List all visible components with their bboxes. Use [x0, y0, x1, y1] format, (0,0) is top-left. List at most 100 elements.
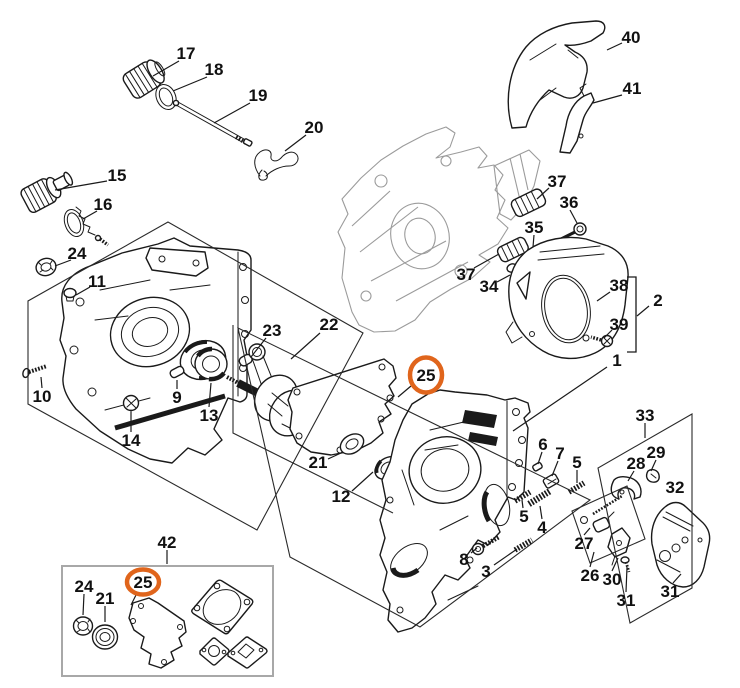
- cover-group-box: [597, 413, 693, 624]
- part-label-8[interactable]: 8: [459, 550, 468, 569]
- part-40-cover: [507, 20, 606, 129]
- part-29-clip: [645, 468, 660, 483]
- callout-1-leader-line: [512, 366, 608, 432]
- part-label-19[interactable]: 19: [249, 86, 268, 105]
- part-label-25[interactable]: 25: [417, 366, 436, 385]
- part-label-38[interactable]: 38: [610, 276, 629, 295]
- part-label-29[interactable]: 29: [647, 443, 666, 462]
- part-17-filler-cap: [122, 59, 166, 99]
- callout-35-leader-line: [532, 234, 535, 248]
- part-carb-gasket-set: [199, 637, 230, 666]
- callout-24-leader-line: [54, 259, 72, 267]
- callout-5b-leader-line: [521, 499, 524, 509]
- part-label-31[interactable]: 31: [617, 591, 636, 610]
- part-label-10[interactable]: 10: [33, 387, 52, 406]
- part-label-23[interactable]: 23: [263, 321, 282, 340]
- part-38-brake-cover: [505, 236, 629, 360]
- part-label-12[interactable]: 12: [332, 487, 351, 506]
- part-label-20[interactable]: 20: [305, 118, 324, 137]
- part-label-34[interactable]: 34: [480, 277, 499, 296]
- part-label-24[interactable]: 24: [68, 244, 87, 263]
- part-27-tensioner-screw: [580, 494, 623, 533]
- callout-12-leader-line: [351, 471, 374, 492]
- part-32-cover-plate: [650, 501, 711, 588]
- part-label-35[interactable]: 35: [525, 218, 544, 237]
- part-label-41[interactable]: 41: [623, 79, 642, 98]
- callout-22-leader-line: [290, 332, 321, 360]
- part-37-buffer-lower: [496, 236, 529, 263]
- part-muffler-gasket-set: [227, 636, 268, 669]
- part-label-26[interactable]: 26: [581, 566, 600, 585]
- callout-13-leader-line: [208, 382, 212, 408]
- part-20-spring-clip: [254, 149, 299, 181]
- part-label-21[interactable]: 21: [96, 589, 115, 608]
- group-2-bracket: [627, 276, 637, 353]
- part-11-plug: [63, 287, 77, 302]
- callout-41-leader-line: [592, 94, 623, 104]
- part-label-16[interactable]: 16: [94, 195, 113, 214]
- part-4-pin: [527, 488, 552, 507]
- part-9-woodruff-key: [169, 365, 185, 379]
- part-label-33[interactable]: 33: [636, 406, 655, 425]
- part-label-42[interactable]: 42: [158, 533, 177, 552]
- part-label-7[interactable]: 7: [555, 444, 564, 463]
- part-18-o-ring: [155, 84, 177, 110]
- callout-30-leader-line: [611, 557, 619, 572]
- callout-39-leader-line: [603, 329, 613, 339]
- callout-37b-leader-line: [473, 253, 500, 269]
- part-label-21[interactable]: 21: [309, 453, 328, 472]
- part-label-28[interactable]: 28: [627, 454, 646, 473]
- part-label-4[interactable]: 4: [537, 518, 547, 537]
- part-label-13[interactable]: 13: [200, 406, 219, 425]
- part-label-17[interactable]: 17: [177, 44, 196, 63]
- callout-11-leader-line: [75, 286, 91, 296]
- part-label-22[interactable]: 22: [320, 315, 339, 334]
- part-25-gasket: [287, 358, 397, 456]
- callout-16-leader-line: [82, 210, 98, 220]
- main-assembly-group-box: [237, 327, 592, 628]
- part-label-6[interactable]: 6: [538, 435, 547, 454]
- callout-10-leader-line: [40, 376, 43, 389]
- callout-37a-leader-line: [536, 187, 550, 200]
- part-24-oil-seal: [35, 257, 57, 277]
- part-10-screw: [22, 364, 48, 379]
- part-label-31[interactable]: 31: [661, 582, 680, 601]
- callout-23-leader-line: [250, 337, 267, 358]
- part-label-18[interactable]: 18: [205, 60, 224, 79]
- callout-8-leader-line: [470, 547, 478, 554]
- part-label-30[interactable]: 30: [603, 570, 622, 589]
- part-21-seal-set: [91, 624, 119, 650]
- part-label-1[interactable]: 1: [612, 351, 621, 370]
- group-boxes-layer: [27, 221, 693, 677]
- crankshaft-group-box: [232, 325, 394, 514]
- part-16-o-ring: [63, 208, 85, 238]
- part-label-14[interactable]: 14: [122, 431, 141, 450]
- part-label-5[interactable]: 5: [572, 453, 581, 472]
- part-label-40[interactable]: 40: [622, 28, 641, 47]
- part-6-pin: [532, 461, 543, 472]
- part-label-36[interactable]: 36: [560, 193, 579, 212]
- part-label-37[interactable]: 37: [548, 172, 567, 191]
- part-label-37[interactable]: 37: [457, 265, 476, 284]
- tensioner-group-box: [571, 485, 646, 564]
- part-label-32[interactable]: 32: [666, 478, 685, 497]
- part-28-clip: [610, 475, 642, 500]
- part-label-27[interactable]: 27: [575, 534, 594, 553]
- part-label-39[interactable]: 39: [610, 315, 629, 334]
- part-label-3[interactable]: 3: [481, 562, 490, 581]
- callout-31a-leader-line: [625, 566, 628, 593]
- part-label-15[interactable]: 15: [108, 166, 127, 185]
- part-label-24[interactable]: 24: [75, 577, 94, 596]
- part-label-9[interactable]: 9: [172, 388, 181, 407]
- part-label-25[interactable]: 25: [134, 573, 153, 592]
- callout-25a-leader-line: [397, 385, 412, 398]
- part-24-seal-set: [72, 616, 94, 636]
- callout-17-leader-line: [152, 60, 180, 77]
- left-crankcase-group-box: [27, 221, 364, 531]
- part-label-11[interactable]: 11: [88, 272, 106, 291]
- callout-4-leader-line: [539, 505, 543, 520]
- part-label-2[interactable]: 2: [653, 291, 662, 310]
- part-label-5[interactable]: 5: [519, 507, 528, 526]
- callout-40-leader-line: [606, 42, 623, 51]
